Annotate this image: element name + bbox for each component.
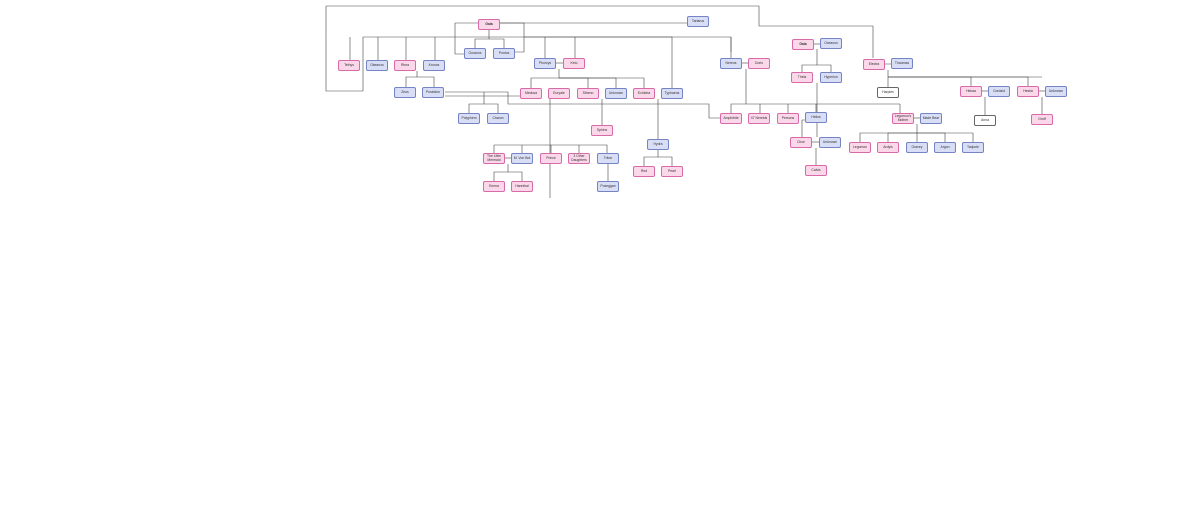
person-node-poseggan[interactable]: Poseggan	[597, 181, 619, 192]
person-node-hekaa[interactable]: Hekaa	[960, 86, 982, 97]
person-node-charon[interactable]: Charon	[487, 113, 509, 124]
connector-line	[454, 23, 464, 55]
person-node-poseidon[interactable]: Poseidon	[422, 87, 444, 98]
connector-line	[445, 91, 720, 119]
person-node-nereids[interactable]: 47 Nereids	[748, 113, 770, 124]
person-node-hestia[interactable]: Hestia	[1017, 86, 1039, 97]
person-node-hannibal[interactable]: Hannibal	[511, 181, 533, 192]
person-node-sphinx[interactable]: Sphinx	[591, 125, 613, 136]
person-node-medusa[interactable]: Medusa	[520, 88, 542, 99]
person-node-vonbot[interactable]: M. Von Bot	[511, 153, 533, 164]
person-node-electra[interactable]: Electra	[863, 59, 885, 70]
connector-line	[417, 76, 435, 87]
person-node-mermaid[interactable]: The Little Mermaid	[483, 153, 505, 164]
person-node-tethys[interactable]: Tethys	[338, 60, 360, 71]
connector-line	[888, 76, 972, 86]
connector-line	[474, 30, 490, 48]
person-node-persons[interactable]: Persons	[777, 113, 799, 124]
person-node-theia[interactable]: Theia	[791, 72, 813, 83]
person-node-cordaid[interactable]: Cordaid	[988, 86, 1010, 97]
person-node-emma[interactable]: Emma	[483, 181, 505, 192]
person-node-gravey[interactable]: Gravey	[906, 142, 928, 153]
connector-line	[559, 77, 645, 88]
connector-line	[493, 164, 509, 181]
person-node-kronos[interactable]: Kronos	[423, 60, 445, 71]
connector-line	[888, 76, 1029, 86]
person-node-ouranos[interactable]: Ouranos	[464, 48, 486, 59]
connector-line	[325, 6, 524, 92]
person-node-red[interactable]: Red	[633, 166, 655, 177]
person-node-typhon[interactable]: Typhaeus	[661, 88, 683, 99]
person-node-keto[interactable]: Keto	[563, 58, 585, 69]
person-node-euryale[interactable]: Euryale	[548, 88, 570, 99]
person-node-pontos[interactable]: Pontos	[493, 48, 515, 59]
connector-line	[730, 69, 747, 113]
connector-line	[508, 171, 523, 181]
person-node-gruff[interactable]: Gruff	[1031, 114, 1053, 125]
person-node-pearl[interactable]: Pearl	[661, 166, 683, 177]
connector-line	[887, 132, 917, 142]
connector-line	[917, 132, 974, 142]
person-node-harpies[interactable]: Harpies	[877, 87, 899, 98]
person-node-helios[interactable]: Helios	[805, 112, 827, 123]
connector-line	[643, 150, 659, 166]
connector-line	[524, 36, 732, 58]
person-node-echidna[interactable]: Echidna	[633, 88, 655, 99]
person-node-tartarus[interactable]: Tartarus	[687, 16, 709, 27]
person-node-nereus[interactable]: Nereus	[720, 58, 742, 69]
person-node-anna[interactable]: Anna	[974, 115, 996, 126]
person-node-polyphem[interactable]: Polyphem	[458, 113, 480, 124]
person-node-triton[interactable]: Triton	[597, 153, 619, 164]
connector-line	[530, 69, 560, 88]
person-node-doris[interactable]: Doris	[748, 58, 770, 69]
person-node-phorcys[interactable]: Phorcys	[534, 58, 556, 69]
person-node-rhea[interactable]: Rhea	[394, 60, 416, 71]
person-node-zeus[interactable]: Zeus	[394, 87, 416, 98]
person-node-amphitrite[interactable]: Amphitrite	[720, 113, 742, 124]
connector-line	[484, 103, 499, 113]
connector-line	[559, 77, 589, 88]
connector-line	[405, 71, 418, 87]
person-node-argon[interactable]: Argon	[934, 142, 956, 153]
connector-line	[817, 64, 832, 72]
connector-line	[468, 92, 485, 113]
connector-line	[559, 77, 617, 88]
person-node-thaumas[interactable]: Thaumas	[891, 58, 913, 69]
person-node-unknown2[interactable]: Unknown	[819, 137, 841, 148]
person-node-bear[interactable]: Made Bear	[920, 113, 942, 124]
connector-line	[658, 156, 673, 166]
person-node-gaia[interactable]: Gaia	[478, 19, 500, 30]
connector-line	[500, 22, 525, 53]
person-node-oceanus[interactable]: Okeanos	[366, 60, 388, 71]
person-node-daughters[interactable]: 3 Other Daughters	[568, 153, 590, 164]
person-node-unknown3[interactable]: Unknown	[1045, 86, 1067, 97]
connector-line	[494, 144, 608, 153]
connector-line	[326, 5, 874, 58]
person-node-hydra[interactable]: Hydra	[647, 139, 669, 150]
person-node-stheno[interactable]: Stheno	[577, 88, 599, 99]
connector-line	[801, 49, 818, 72]
person-node-tadpole[interactable]: Tadpole	[962, 142, 984, 153]
person-node-gaia2[interactable]: Gaia	[792, 39, 814, 50]
connector-line	[445, 93, 532, 97]
person-node-oceanus2[interactable]: Oceanus	[820, 38, 842, 49]
person-node-ardyis[interactable]: Ardyis	[877, 142, 899, 153]
connector-line	[917, 132, 946, 142]
connector-line	[489, 38, 505, 48]
person-node-unknown1[interactable]: Unknown	[605, 88, 627, 99]
person-node-legomon[interactable]: Legomon	[849, 142, 871, 153]
person-node-legmother[interactable]: Legomon's Mother	[892, 113, 914, 124]
person-node-hyperion[interactable]: Hyperion	[820, 72, 842, 83]
person-node-prince[interactable]: Prince	[540, 153, 562, 164]
person-node-circe[interactable]: Circe	[790, 137, 812, 148]
person-node-calvis[interactable]: Calvis	[805, 165, 827, 176]
